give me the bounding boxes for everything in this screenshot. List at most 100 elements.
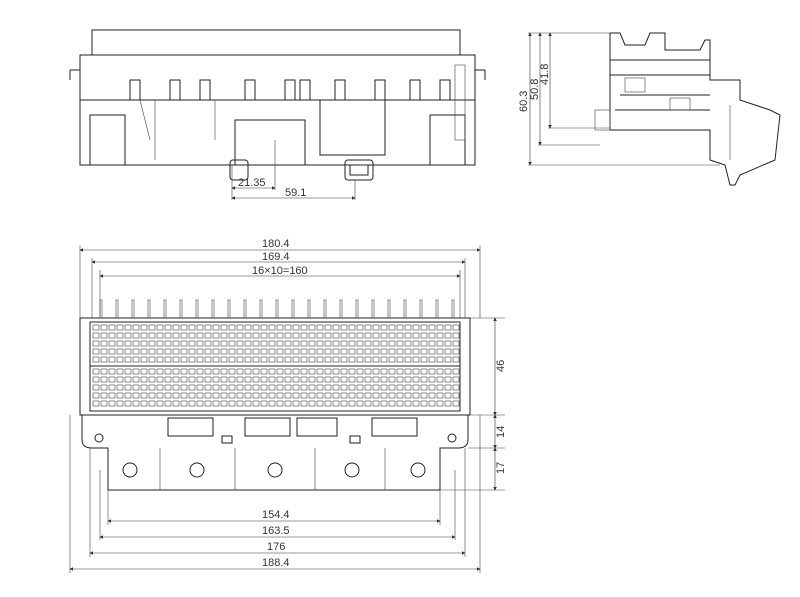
- drawing-detail: [92, 376, 100, 383]
- drawing-detail: [172, 332, 180, 339]
- drawing-detail: [268, 332, 276, 339]
- drawing-detail: [163, 299, 167, 319]
- drawing-detail: [140, 392, 148, 399]
- drawing-detail: [452, 324, 460, 331]
- drawing-detail: [316, 384, 324, 391]
- drawing-detail: [140, 332, 148, 339]
- drawing-detail: [292, 400, 300, 407]
- drawing-detail: [259, 299, 263, 319]
- drawing-detail: [132, 348, 140, 355]
- drawing-detail: [436, 392, 444, 399]
- drawing-detail: [212, 348, 220, 355]
- drawing-detail: [260, 392, 268, 399]
- drawing-detail: [444, 332, 452, 339]
- drawing-detail: [404, 384, 412, 391]
- drawing-detail: [260, 400, 268, 407]
- drawing-detail: [332, 340, 340, 347]
- drawing-detail: [172, 368, 180, 375]
- drawing-detail: [188, 324, 196, 331]
- drawing-detail: [284, 392, 292, 399]
- drawing-detail: [332, 332, 340, 339]
- drawing-detail: [252, 368, 260, 375]
- drawing-detail: [196, 348, 204, 355]
- drawing-detail: [140, 340, 148, 347]
- drawing-detail: [244, 324, 252, 331]
- drawing-detail: [412, 368, 420, 375]
- drawing-detail: [100, 400, 108, 407]
- drawing-detail: [284, 340, 292, 347]
- drawing-detail: [364, 400, 372, 407]
- drawing-detail: [324, 348, 332, 355]
- drawing-detail: [100, 384, 108, 391]
- drawing-detail: [276, 332, 284, 339]
- drawing-detail: [300, 376, 308, 383]
- drawing-detail: [300, 368, 308, 375]
- drawing-detail: [340, 324, 348, 331]
- drawing-detail: [92, 324, 100, 331]
- drawing-detail: [412, 392, 420, 399]
- drawing-detail: [148, 368, 156, 375]
- drawing-detail: [308, 392, 316, 399]
- drawing-detail: [180, 340, 188, 347]
- drawing-detail: [284, 79, 296, 101]
- drawing-detail: [420, 332, 428, 339]
- drawing-detail: [212, 356, 220, 363]
- drawing-detail: [196, 332, 204, 339]
- drawing-detail: [292, 332, 300, 339]
- drawing-detail: [260, 368, 268, 375]
- drawing-detail: [388, 356, 396, 363]
- drawing-detail: [316, 332, 324, 339]
- drawing-detail: [156, 332, 164, 339]
- drawing-detail: [228, 340, 236, 347]
- drawing-detail: [292, 348, 300, 355]
- drawing-detail: [380, 340, 388, 347]
- drawing-detail: [204, 392, 212, 399]
- drawing-detail: [396, 332, 404, 339]
- drawing-detail: [228, 332, 236, 339]
- drawing-detail: [404, 400, 412, 407]
- drawing-detail: [436, 368, 444, 375]
- dim-163-5: 163.5: [262, 525, 290, 537]
- drawing-detail: [380, 332, 388, 339]
- drawing-detail: [196, 376, 204, 383]
- drawing-detail: [284, 356, 292, 363]
- drawing-detail: [428, 340, 436, 347]
- drawing-detail: [156, 392, 164, 399]
- drawing-detail: [180, 384, 188, 391]
- drawing-detail: [236, 384, 244, 391]
- drawing-detail: [371, 299, 375, 319]
- drawing-detail: [100, 348, 108, 355]
- drawing-detail: [364, 376, 372, 383]
- drawing-detail: [228, 384, 236, 391]
- drawing-detail: [196, 368, 204, 375]
- drawing-detail: [92, 392, 100, 399]
- drawing-detail: [356, 376, 364, 383]
- drawing-detail: [164, 340, 172, 347]
- drawing-detail: [236, 340, 244, 347]
- drawing-detail: [396, 356, 404, 363]
- drawing-detail: [172, 400, 180, 407]
- drawing-detail: [396, 376, 404, 383]
- drawing-detail: [356, 340, 364, 347]
- drawing-detail: [388, 332, 396, 339]
- drawing-detail: [212, 324, 220, 331]
- drawing-detail: [396, 340, 404, 347]
- drawing-detail: [316, 340, 324, 347]
- drawing-detail: [115, 299, 119, 319]
- drawing-detail: [444, 340, 452, 347]
- drawing-detail: [132, 356, 140, 363]
- side-dimensions: 60.3 50.8 41.8: [518, 32, 720, 166]
- drawing-detail: [92, 356, 100, 363]
- drawing-detail: [244, 384, 252, 391]
- drawing-detail: [428, 348, 436, 355]
- drawing-detail: [436, 356, 444, 363]
- drawing-detail: [196, 340, 204, 347]
- drawing-detail: [108, 348, 116, 355]
- dim-14: 14: [495, 426, 507, 438]
- drawing-detail: [260, 384, 268, 391]
- drawing-detail: [276, 324, 284, 331]
- drawing-detail: [387, 299, 391, 319]
- drawing-detail: [292, 384, 300, 391]
- drawing-detail: [404, 392, 412, 399]
- drawing-detail: [108, 356, 116, 363]
